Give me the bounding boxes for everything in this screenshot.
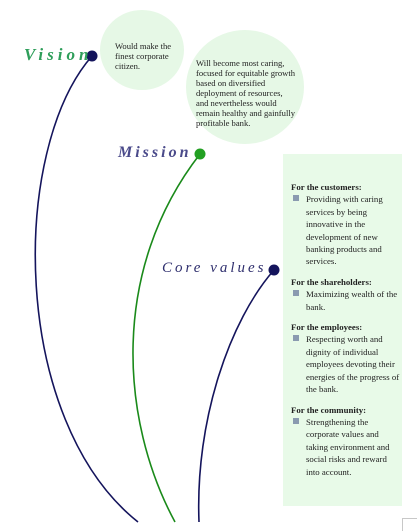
list-item-text: Strengthening the corporate values and t… — [306, 416, 390, 477]
core-values-arc — [197, 269, 275, 523]
list-item: Maximizing wealth of the bank. — [291, 288, 401, 313]
list-item-text: Respecting worth and dignity of individu… — [306, 334, 400, 395]
mission-bubble — [186, 30, 304, 144]
core-values-dot — [268, 264, 280, 276]
mission-label: Mission — [118, 144, 192, 161]
page-corner-mark — [402, 518, 417, 531]
values-group-customers: For the customers: Providing with caring… — [291, 181, 401, 268]
list-item: Strengthening the corporate values and t… — [291, 416, 401, 478]
list-item: Respecting worth and dignity of individu… — [291, 333, 401, 395]
values-group-employees: For the employees: Respecting worth and … — [291, 321, 401, 395]
list-item: Providing with caring services by being … — [291, 193, 401, 267]
vision-label: Vision — [24, 45, 93, 64]
values-group-community: For the community: Strengthening the cor… — [291, 404, 401, 478]
list-item-text: Maximizing wealth of the bank. — [306, 289, 398, 312]
core-values-label: Core values — [162, 260, 267, 276]
square-bullet-icon — [293, 417, 299, 424]
square-bullet-icon — [293, 290, 299, 297]
core-values-list: For the customers: Providing with caring… — [291, 181, 401, 486]
vision-bubble — [100, 10, 184, 90]
vision-dot — [86, 50, 98, 62]
group-heading: For the customers: — [291, 182, 362, 192]
vision-arc — [34, 55, 139, 523]
core-values-panel — [283, 154, 402, 506]
values-group-shareholders: For the shareholders: Maximizing wealth … — [291, 276, 401, 313]
group-heading: For the employees: — [291, 322, 363, 333]
square-bullet-icon — [293, 195, 299, 202]
group-heading: For the shareholders: — [291, 276, 372, 287]
mission-arc — [132, 153, 201, 523]
mission-statement: Will become most caring, focused for equ… — [196, 58, 296, 128]
list-item-text: Providing with caring services by being … — [306, 194, 383, 267]
vision-statement: Would make the finest corporate citizen. — [115, 41, 172, 71]
square-bullet-icon — [293, 335, 299, 342]
mission-dot — [194, 148, 206, 160]
group-heading: For the community: — [291, 404, 367, 415]
